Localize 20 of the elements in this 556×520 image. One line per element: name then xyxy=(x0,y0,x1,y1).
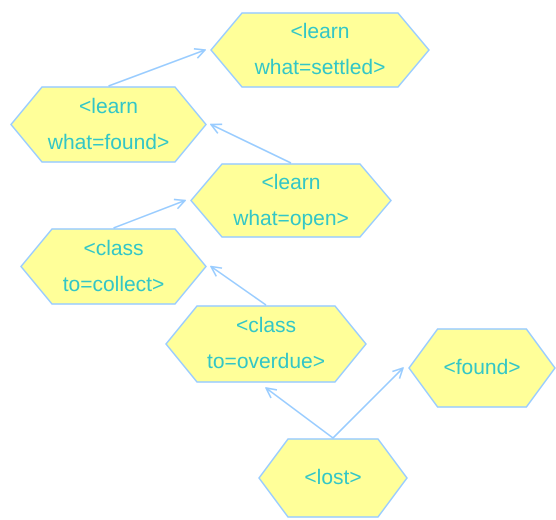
hexagon-node xyxy=(210,12,430,88)
node-label: <learn what=open> xyxy=(233,170,349,232)
arrow xyxy=(113,198,186,229)
node-label: <learn what=settled> xyxy=(254,19,386,81)
hexagon-node xyxy=(165,305,367,383)
arrow xyxy=(265,387,334,439)
hexagon-node xyxy=(20,228,207,305)
node-label: <found> xyxy=(443,355,521,381)
arrow xyxy=(108,48,206,87)
hexagon-node xyxy=(408,328,556,408)
arrow xyxy=(332,367,404,439)
node-label: <class to=overdue> xyxy=(207,313,325,375)
node-label: <class to=collect> xyxy=(62,236,164,298)
node-label: <lost> xyxy=(304,465,362,491)
hexagon-node xyxy=(10,86,207,163)
hexagon-node xyxy=(190,163,392,238)
node-label: <learn what=found> xyxy=(48,94,170,156)
arrow xyxy=(210,124,292,164)
hexagon-node xyxy=(258,438,408,518)
arrow xyxy=(210,266,266,306)
